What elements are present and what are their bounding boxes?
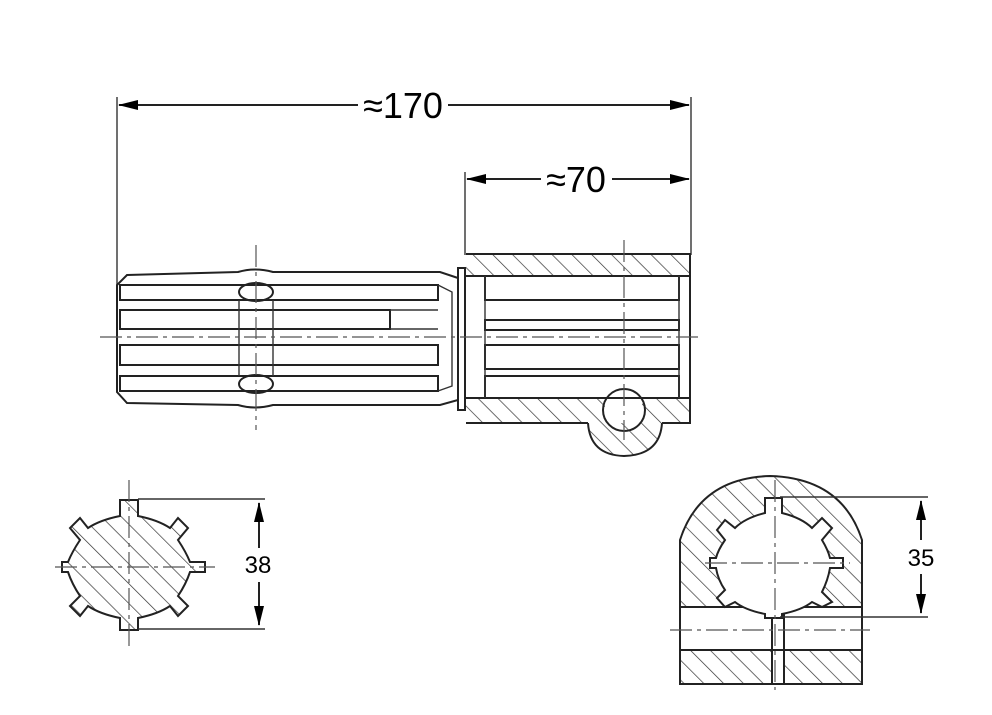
- overall-length-label: ≈170: [363, 85, 443, 126]
- splined-shaft-side-view: [116, 267, 466, 411]
- shaft-diameter-label: 38: [245, 552, 272, 579]
- side-view-centerlines: [100, 240, 700, 440]
- shaft-end-view: [55, 480, 215, 648]
- sleeve-section-side-view: [466, 253, 691, 458]
- dimension-sleeve-length: ≈70: [464, 159, 690, 255]
- sleeve-end-view: [670, 474, 870, 690]
- dimension-shaft-diameter: 38: [138, 498, 272, 630]
- dimension-overall-length: ≈170: [116, 85, 692, 285]
- dimension-bore-diameter: 35: [780, 496, 935, 618]
- sleeve-length-label: ≈70: [546, 159, 606, 200]
- bore-diameter-label: 35: [908, 545, 935, 572]
